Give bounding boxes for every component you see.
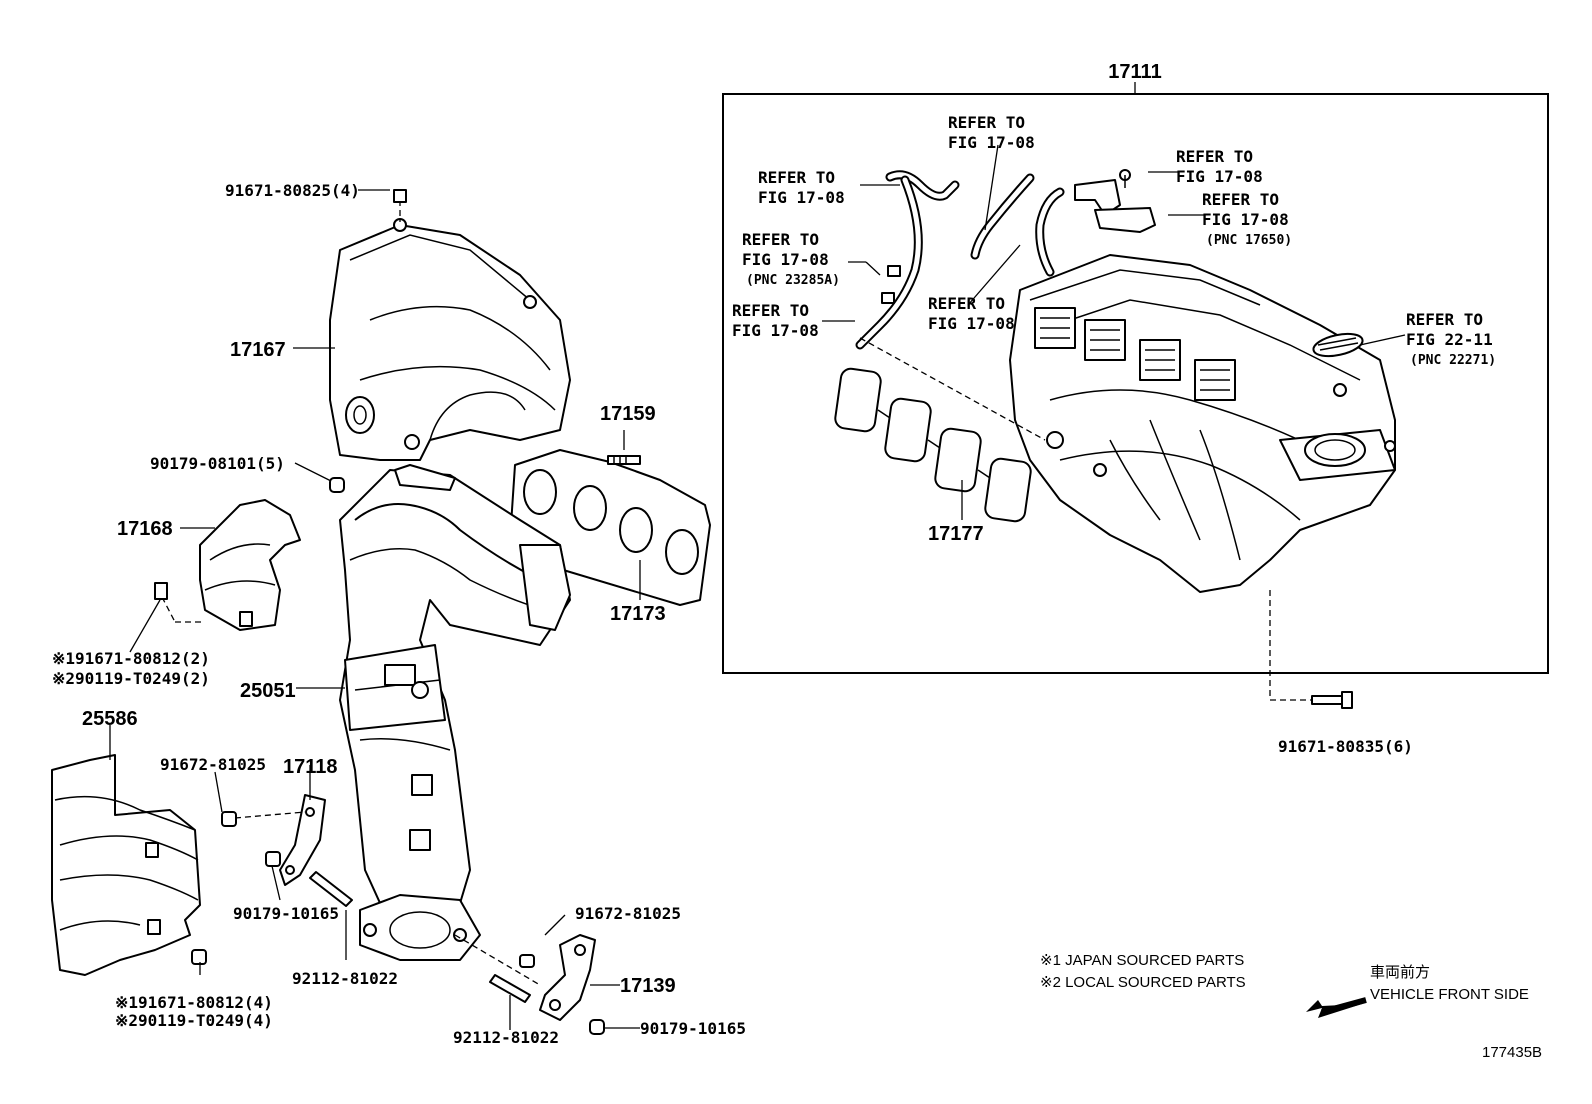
stud-17159[interactable]: [607, 430, 641, 465]
exhaust-manifold-converter[interactable]: [339, 464, 571, 961]
label-91671-80825: 91671-80825(4): [225, 181, 360, 200]
label-90119-T0249-a: ※290119-T0249(2): [52, 669, 210, 688]
label-17173: 17173: [610, 603, 666, 625]
label-91672-81025-b: 91672-81025: [575, 904, 681, 923]
pcv-hose-3[interactable]: [1035, 187, 1065, 277]
label-91671-80812-b: ※191671-80812(4): [115, 993, 273, 1012]
intake-manifold-assembly: 17111: [722, 61, 1549, 709]
label-25051: 25051: [240, 680, 296, 702]
label-17167: 17167: [230, 339, 286, 361]
nut-90179-10165-a[interactable]: [265, 851, 281, 867]
ref-3-line1: REFER TO: [742, 230, 819, 249]
bolt-91671-80812-b[interactable]: [191, 949, 207, 965]
label-17118: 17118: [283, 756, 338, 778]
label-91672-81025-a: 91672-81025: [160, 755, 266, 774]
note-local-sourced: ※2 LOCAL SOURCED PARTS: [1040, 974, 1246, 991]
vsv-bracket[interactable]: [1074, 169, 1156, 233]
figure-id: 177435B: [1482, 1044, 1542, 1061]
ref-8-line3: (PNC 22271): [1410, 353, 1496, 368]
exhaust-bracket-17118[interactable]: [221, 765, 326, 886]
ref-4-line1: REFER TO: [732, 301, 809, 320]
bolt-91671-80825[interactable]: [393, 189, 407, 203]
nut-90179-10165-b[interactable]: [589, 1019, 605, 1035]
ref-2-line1: REFER TO: [948, 113, 1025, 132]
label-17159: 17159: [600, 403, 656, 425]
pcv-hose-2[interactable]: [970, 173, 1035, 260]
ref-6-line1: REFER TO: [1176, 147, 1253, 166]
bolt-91672-81025-b[interactable]: [519, 954, 535, 968]
ref-7-line3: (PNC 17650): [1206, 233, 1292, 248]
label-17168: 17168: [117, 518, 173, 540]
direction-label-en: VEHICLE FRONT SIDE: [1370, 986, 1529, 1003]
exhaust-bracket-17139[interactable]: [454, 934, 605, 1035]
ref-1-line2: FIG 17-08: [758, 188, 845, 207]
reference-labels: REFER TO FIG 17-08 REFER TO FIG 17-08 RE…: [732, 113, 1496, 368]
ref-7-line1: REFER TO: [1202, 190, 1279, 209]
ref-7-line2: FIG 17-08: [1202, 210, 1289, 229]
bolt-91672-81025-a[interactable]: [221, 811, 237, 827]
bolt-91671-80812[interactable]: [154, 582, 168, 600]
manifold-heat-insulator[interactable]: [329, 189, 571, 461]
label-25586: 25586: [82, 708, 138, 730]
label-92112-81022-b: 92112-81022: [453, 1028, 559, 1047]
ref-3-line2: FIG 17-08: [742, 250, 829, 269]
part-labels: 91671-80825(4) 17167 17159 90179-08101(5…: [52, 181, 1413, 1047]
exhaust-manifold-heat-insulator-17168[interactable]: [154, 499, 301, 631]
ref-6-line2: FIG 17-08: [1176, 167, 1263, 186]
assembly-label: 17111: [1108, 61, 1161, 83]
note-japan-sourced: ※1 JAPAN SOURCED PARTS: [1040, 952, 1244, 969]
stud-92112-81022-b[interactable]: [489, 974, 531, 1030]
ref-3-line3: (PNC 23285A): [746, 273, 840, 288]
intake-manifold[interactable]: [1009, 254, 1396, 593]
ref-5-line2: FIG 17-08: [928, 314, 1015, 333]
direction-label-jp: 車両前方: [1370, 964, 1430, 981]
throttle-body-gasket[interactable]: [1311, 330, 1364, 360]
pcv-hose-1[interactable]: [855, 170, 960, 350]
intake-manifold-gasket[interactable]: [834, 337, 1046, 523]
label-90119-T0249-b: ※290119-T0249(4): [115, 1011, 273, 1030]
ref-4-line2: FIG 17-08: [732, 321, 819, 340]
label-17177: 17177: [928, 523, 984, 545]
label-90179-08101: 90179-08101(5): [150, 454, 285, 473]
label-91671-80835: 91671-80835(6): [1278, 737, 1413, 756]
ref-2-line2: FIG 17-08: [948, 133, 1035, 152]
ref-5-line1: REFER TO: [928, 294, 1005, 313]
label-91671-80812-a: ※191671-80812(2): [52, 649, 210, 668]
legend: ※1 JAPAN SOURCED PARTS ※2 LOCAL SOURCED …: [1040, 952, 1542, 1061]
ref-1-line1: REFER TO: [758, 168, 835, 187]
nut-90179-08101[interactable]: [329, 477, 345, 493]
stud-92112-81022-a[interactable]: [309, 871, 353, 960]
label-92112-81022-a: 92112-81022: [292, 969, 398, 988]
converter-heat-insulator-25586[interactable]: [51, 754, 207, 976]
label-17139: 17139: [620, 975, 676, 997]
ref-8-line2: FIG 22-11: [1406, 330, 1493, 349]
bolt-91671-80835[interactable]: [1269, 590, 1353, 709]
ref-8-line1: REFER TO: [1406, 310, 1483, 329]
label-90179-10165-b: 90179-10165: [640, 1019, 746, 1038]
label-90179-10165-a: 90179-10165: [233, 904, 339, 923]
